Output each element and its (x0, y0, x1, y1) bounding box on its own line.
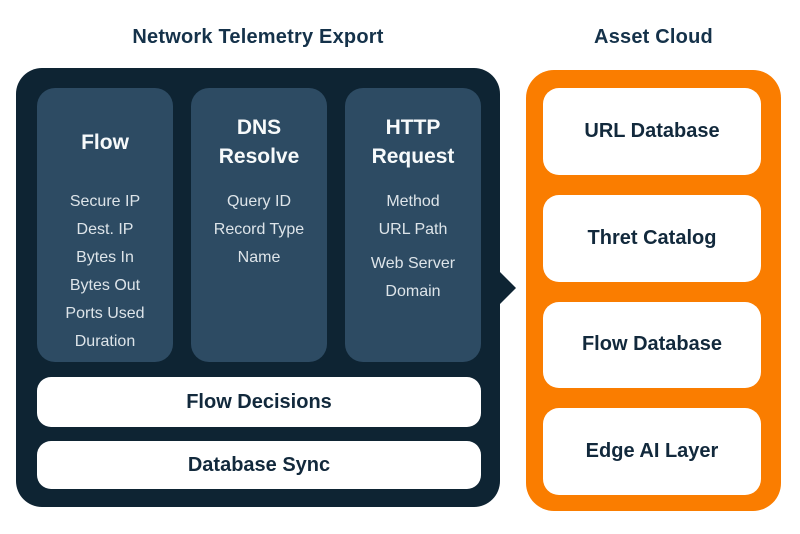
connector-arrow-icon (498, 270, 516, 306)
http-request-column: HTTP Request Method URL Path Web Server … (345, 88, 481, 362)
column-item: Name (237, 249, 281, 266)
cloud-panel-title: Asset Cloud (594, 26, 713, 48)
flow-database-card: Flow Database (543, 301, 761, 389)
flow-column: Flow Secure IP Dest. IP Bytes In Bytes O… (37, 88, 173, 362)
column-item: Secure IP (69, 193, 141, 210)
flow-column-header: Flow (81, 130, 129, 154)
database-sync-bar: Database Sync (37, 441, 481, 489)
telemetry-columns: Flow Secure IP Dest. IP Bytes In Bytes O… (37, 88, 481, 362)
column-item: Dest. IP (76, 221, 134, 238)
column-item: Bytes Out (69, 277, 141, 294)
thret-catalog-card: Thret Catalog (543, 194, 761, 282)
url-database-card: URL Database (543, 88, 761, 175)
column-item: Web Server Domain (370, 255, 456, 300)
column-item: Query ID (226, 193, 291, 210)
dns-resolve-column-header: DNS Resolve (218, 116, 300, 168)
column-item: Bytes In (76, 249, 134, 266)
column-item: Record Type (213, 221, 305, 238)
telemetry-panel: Flow Secure IP Dest. IP Bytes In Bytes O… (16, 68, 516, 507)
http-request-column-header: HTTP Request (371, 116, 455, 168)
cloud-panel: URL Database Thret Catalog Flow Database… (526, 70, 781, 511)
column-item: Method (386, 193, 440, 210)
http-request-column-items: Method URL Path Web Server Domain (345, 188, 481, 306)
dns-resolve-column: DNS Resolve Query ID Record Type Name (191, 88, 327, 362)
flow-column-items: Secure IP Dest. IP Bytes In Bytes Out Po… (37, 188, 173, 356)
telemetry-panel-title: Network Telemetry Export (132, 26, 384, 48)
column-item: URL Path (378, 221, 448, 238)
flow-decisions-bar: Flow Decisions (37, 377, 481, 427)
column-item: Ports Used (65, 305, 145, 322)
column-item: Duration (74, 333, 136, 350)
edge-ai-layer-card: Edge AI Layer (543, 408, 761, 495)
dns-resolve-column-items: Query ID Record Type Name (191, 188, 327, 272)
